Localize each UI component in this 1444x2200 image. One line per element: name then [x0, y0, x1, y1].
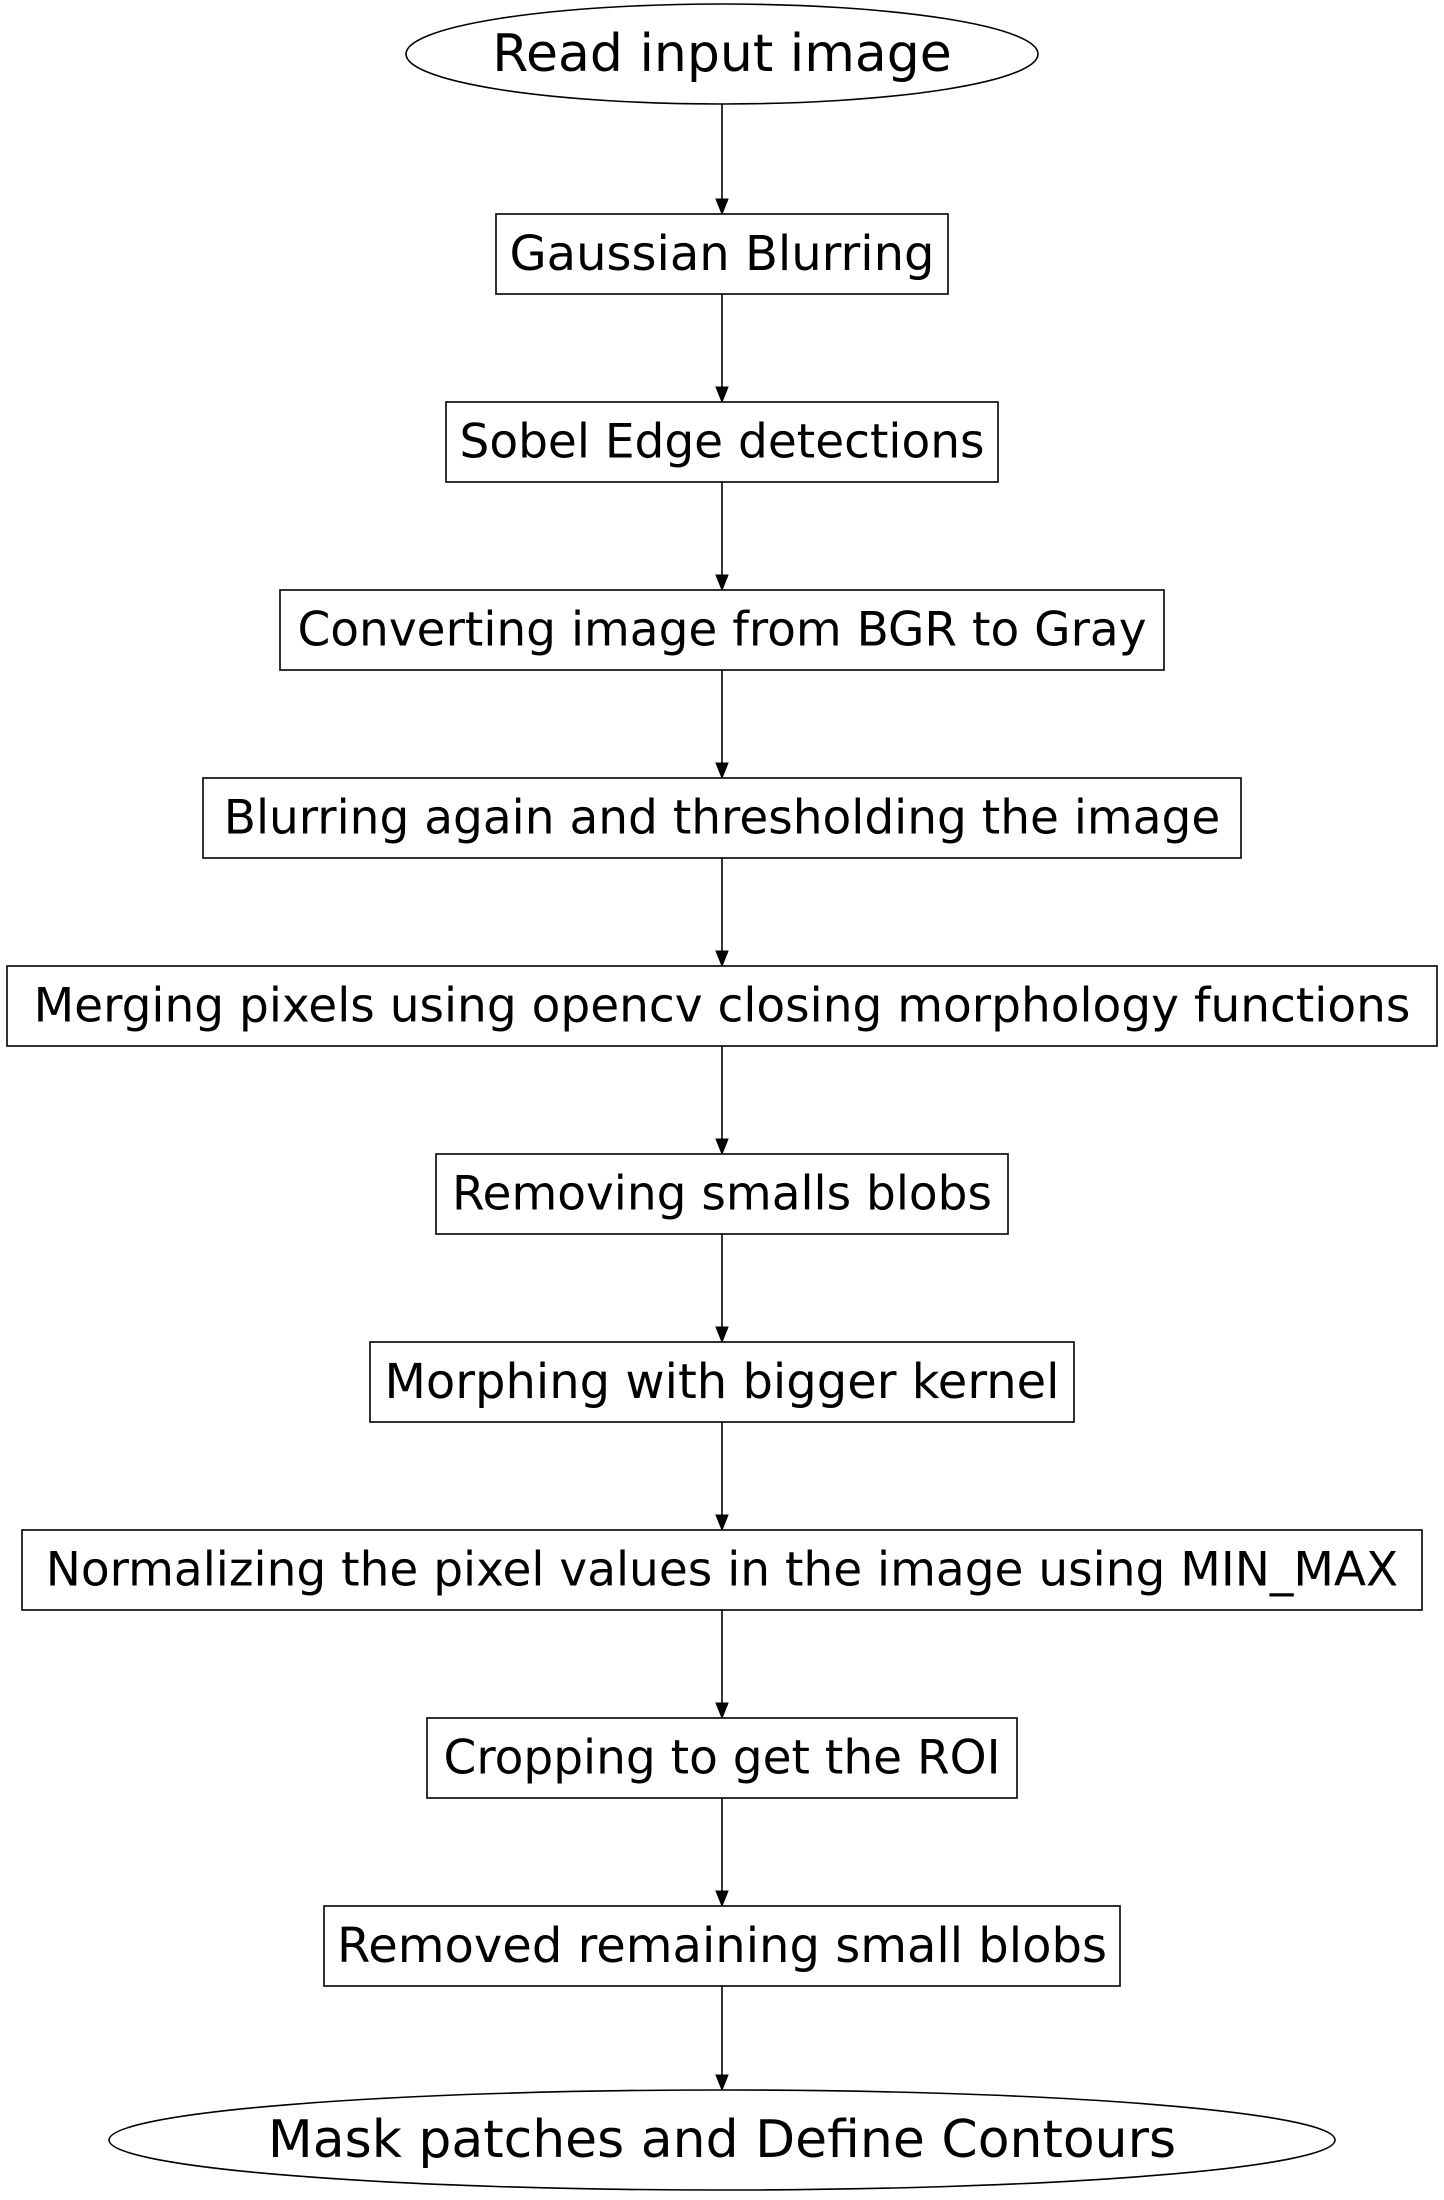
flow-arrow — [715, 670, 729, 780]
edge-layer — [715, 104, 729, 2092]
flowchart-node-step-3: Converting image from BGR to Gray — [279, 589, 1165, 671]
process-box — [435, 1153, 1009, 1235]
node-label: Sobel Edge detections — [459, 415, 984, 470]
flow-arrow — [715, 1986, 729, 2092]
node-label: Gaussian Blurring — [509, 226, 934, 282]
flow-arrow — [715, 1610, 729, 1720]
flowchart-node-step-10: Removed remaining small blobs — [323, 1905, 1121, 1987]
flow-arrow — [715, 482, 729, 592]
flowchart-node-step-5: Merging pixels using opencv closing morp… — [6, 965, 1438, 1047]
arrow-head-icon — [715, 2074, 729, 2092]
flow-arrow — [715, 1422, 729, 1532]
process-box — [279, 589, 1165, 671]
flowchart-node-step-8: Normalizing the pixel values in the imag… — [21, 1529, 1423, 1611]
flowchart-node-step-2: Sobel Edge detections — [445, 401, 999, 483]
flow-arrow — [715, 1798, 729, 1908]
node-label: Blurring again and thresholding the imag… — [224, 791, 1221, 846]
flowchart-node-end: Mask patches and Define Contours — [108, 2089, 1336, 2191]
process-box — [6, 965, 1438, 1047]
node-label: Removed remaining small blobs — [337, 1918, 1107, 1974]
arrow-head-icon — [715, 1702, 729, 1720]
flow-arrow — [715, 294, 729, 404]
node-label: Merging pixels using opencv closing morp… — [34, 979, 1411, 1034]
terminal-ellipse — [405, 3, 1039, 105]
node-label: Cropping to get the ROI — [444, 1731, 1001, 1786]
process-box — [323, 1905, 1121, 1987]
terminal-ellipse — [108, 2089, 1336, 2191]
flowchart-node-step-7: Morphing with bigger kernel — [369, 1341, 1075, 1423]
process-box — [202, 777, 1242, 859]
process-box — [445, 401, 999, 483]
flowchart-node-start: Read input image — [405, 3, 1039, 105]
arrow-head-icon — [715, 574, 729, 592]
node-label: Read input image — [492, 24, 951, 84]
flow-arrow — [715, 858, 729, 968]
node-label: Mask patches and Define Contours — [268, 2110, 1176, 2170]
arrow-head-icon — [715, 1890, 729, 1908]
process-box — [495, 213, 949, 295]
flow-arrow — [715, 104, 729, 216]
arrow-head-icon — [715, 386, 729, 404]
node-label: Normalizing the pixel values in the imag… — [46, 1543, 1399, 1598]
node-label: Converting image from BGR to Gray — [297, 603, 1146, 658]
flow-arrow — [715, 1046, 729, 1156]
arrow-head-icon — [715, 198, 729, 216]
arrow-head-icon — [715, 762, 729, 780]
arrow-head-icon — [715, 1326, 729, 1344]
process-box — [21, 1529, 1423, 1611]
flow-arrow — [715, 1234, 729, 1344]
node-label: Removing smalls blobs — [452, 1167, 992, 1222]
arrow-head-icon — [715, 1514, 729, 1532]
process-box — [369, 1341, 1075, 1423]
node-label: Morphing with bigger kernel — [384, 1354, 1059, 1410]
process-box — [426, 1717, 1018, 1799]
flowchart-node-step-9: Cropping to get the ROI — [426, 1717, 1018, 1799]
arrow-head-icon — [715, 950, 729, 968]
flowchart-node-step-4: Blurring again and thresholding the imag… — [202, 777, 1242, 859]
flowchart-node-step-1: Gaussian Blurring — [495, 213, 949, 295]
flowchart-node-step-6: Removing smalls blobs — [435, 1153, 1009, 1235]
arrow-head-icon — [715, 1138, 729, 1156]
